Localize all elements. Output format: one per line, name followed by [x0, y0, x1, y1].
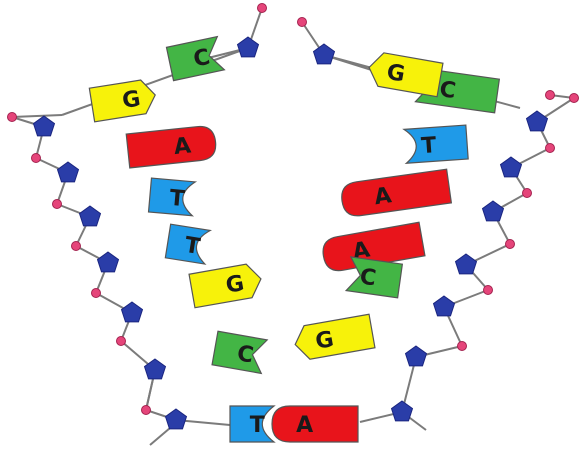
phosphate-dot: [258, 4, 267, 13]
phosphate-dot: [117, 337, 126, 346]
phosphate-dot: [72, 242, 81, 251]
base-A-letter: A: [173, 133, 193, 160]
right-top-partner: G: [366, 51, 443, 97]
phosphate-dot: [484, 286, 493, 295]
bottom-pair-T: T: [230, 406, 274, 442]
base-A-shape: [272, 406, 358, 442]
backbone-segment: [12, 115, 62, 117]
sugar-pentagon: [406, 346, 427, 366]
base-T-letter: T: [420, 133, 437, 159]
right-base-6: G: [292, 314, 375, 361]
base-A-letter: A: [373, 183, 393, 210]
sugar-pentagon: [122, 302, 143, 322]
phosphate-dot: [523, 189, 532, 198]
phosphate-dot: [8, 113, 17, 122]
sugar-pentagon: [58, 162, 79, 182]
base-T-letter: T: [250, 413, 265, 438]
sugar-pentagon: [80, 206, 101, 226]
phosphate-dot: [32, 154, 41, 163]
sugar-pentagon: [456, 254, 477, 274]
backbone-segment: [150, 428, 170, 445]
sugar-pentagon: [314, 44, 335, 64]
base-C-letter: C: [438, 77, 457, 104]
sugar-phosphate-units: [8, 4, 579, 429]
base-A-letter: A: [296, 413, 313, 438]
left-base-6: C: [212, 331, 267, 373]
left-base-3: T: [149, 178, 196, 216]
sugar-pentagon: [434, 296, 455, 316]
backbone-lines: [12, 8, 574, 445]
sugar-pentagon: [98, 252, 119, 272]
bottom-pair-A: A: [272, 406, 358, 442]
phosphate-dot: [546, 91, 555, 100]
right-base-2: T: [404, 125, 468, 163]
phosphate-dot: [298, 18, 307, 27]
sugar-pentagon: [392, 401, 413, 421]
sugar-pentagon: [145, 359, 166, 379]
left-base-4: T: [165, 224, 210, 264]
sugar-pentagon: [238, 37, 259, 57]
phosphate-dot: [546, 144, 555, 153]
phosphate-dot: [53, 200, 62, 209]
sugar-pentagon: [527, 111, 548, 131]
phosphate-dot: [458, 342, 467, 351]
left-base-5: G: [189, 262, 264, 308]
backbone-segment: [62, 48, 248, 115]
sugar-pentagon: [483, 201, 504, 221]
right-base-5: C: [346, 257, 402, 298]
phosphate-dot: [506, 240, 515, 249]
sugar-pentagon: [34, 116, 55, 136]
base-C-letter: C: [358, 264, 377, 291]
phosphate-dot: [142, 406, 151, 415]
phosphate-dot: [570, 94, 579, 103]
left-base-2: A: [126, 125, 217, 168]
phosphate-dot: [92, 289, 101, 298]
base-G-shape: [292, 314, 375, 361]
base-A-shape: [340, 169, 452, 218]
base-G-letter: G: [121, 87, 143, 115]
sugar-pentagon: [501, 157, 522, 177]
base-T-letter: T: [168, 186, 185, 212]
sugar-pentagon: [166, 409, 187, 429]
base-A-shape: [126, 125, 217, 168]
right-base-3: A: [340, 169, 452, 218]
